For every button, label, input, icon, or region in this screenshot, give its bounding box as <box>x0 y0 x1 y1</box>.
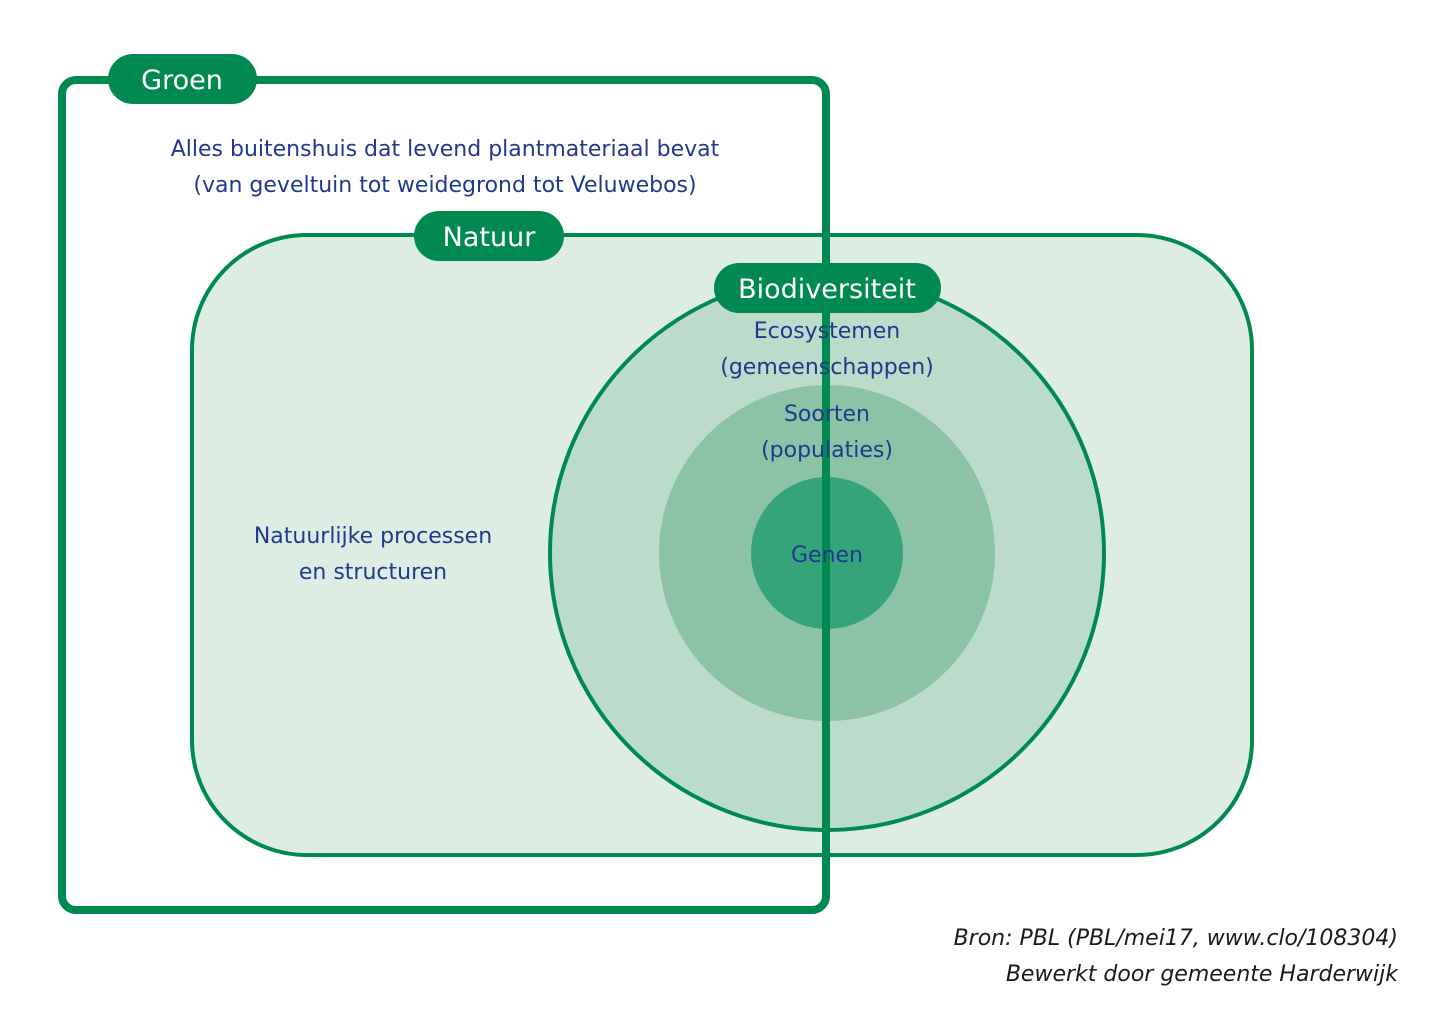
groen-box <box>58 76 830 914</box>
natuur-pill <box>414 211 564 261</box>
groen-desc-line1: Alles buitenshuis dat levend plantmateri… <box>171 137 720 162</box>
source-line1: Bron: PBL (PBL/mei17, www.clo/108304) <box>954 926 1398 951</box>
natuur-desc-line2: en structuren <box>299 560 447 585</box>
soorten-line1: Soorten <box>784 402 870 427</box>
ecosystemen-line2: (gemeenschappen) <box>720 355 934 380</box>
groen-desc-line2: (van geveltuin tot weidegrond tot Veluwe… <box>193 173 696 198</box>
biodiversiteit-pill <box>714 263 941 313</box>
groen-label: Groen <box>141 65 223 96</box>
ecosystemen-line1: Ecosystemen <box>754 319 900 344</box>
source-line2: Bewerkt door gemeente Harderwijk <box>1006 962 1399 987</box>
natuur-desc-line1: Natuurlijke processen <box>254 524 492 549</box>
natuur-label: Natuur <box>443 222 537 253</box>
genen-label: Genen <box>791 543 863 568</box>
groen-pill <box>108 54 257 104</box>
soorten-line2: (populaties) <box>761 438 893 463</box>
biodiversiteit-label: Biodiversiteit <box>738 274 916 305</box>
